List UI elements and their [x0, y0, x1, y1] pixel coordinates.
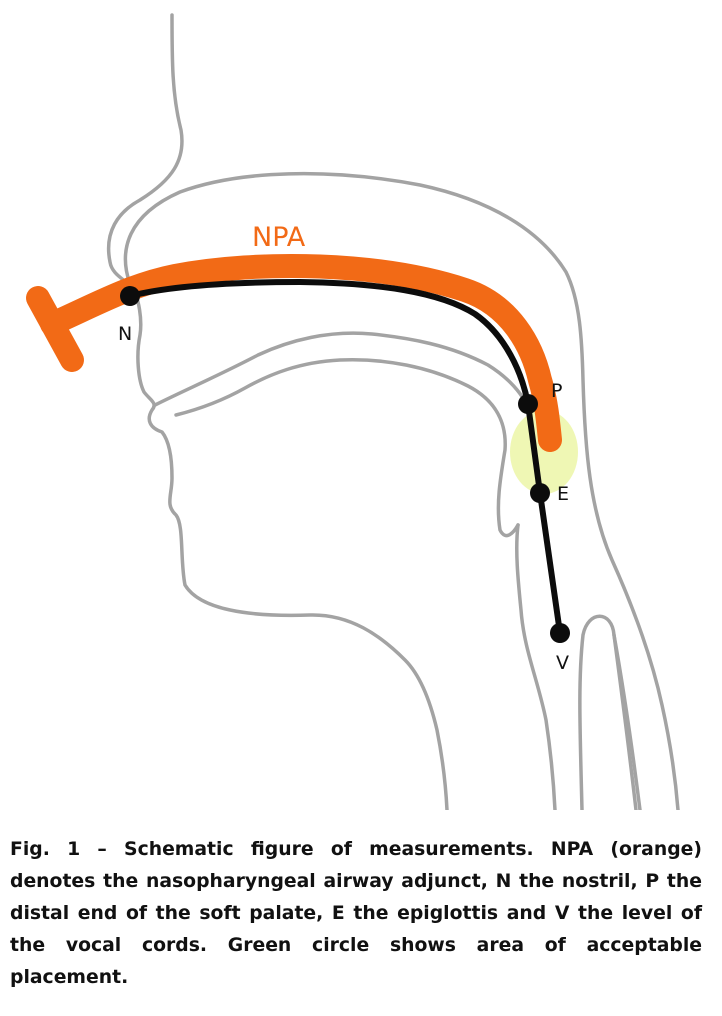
- hard-palate-outline: [153, 331, 532, 418]
- point-v-label: V: [556, 652, 569, 674]
- npa-tube: [40, 253, 562, 452]
- point-e-marker: [530, 483, 550, 503]
- npa-label: NPA: [252, 222, 306, 253]
- epiglottis-outline: [515, 523, 557, 810]
- point-e-label: E: [557, 483, 569, 505]
- point-n-label: N: [118, 323, 132, 345]
- esophagus-outline: [612, 633, 642, 810]
- point-p-label: P: [551, 380, 562, 402]
- measurement-path: [127, 279, 563, 636]
- point-v-marker: [550, 623, 570, 643]
- tongue-outline: [174, 357, 520, 538]
- npa-flange: [26, 286, 84, 372]
- point-n-marker: [120, 286, 140, 306]
- face-profile-outline: [106, 13, 449, 810]
- point-p-marker: [518, 394, 538, 414]
- figure-caption: Fig. 1 – Schematic figure of measurement…: [10, 839, 702, 988]
- airway-schematic: NPA N P E V: [26, 13, 680, 810]
- nasal-cavity-outline: [123, 171, 680, 810]
